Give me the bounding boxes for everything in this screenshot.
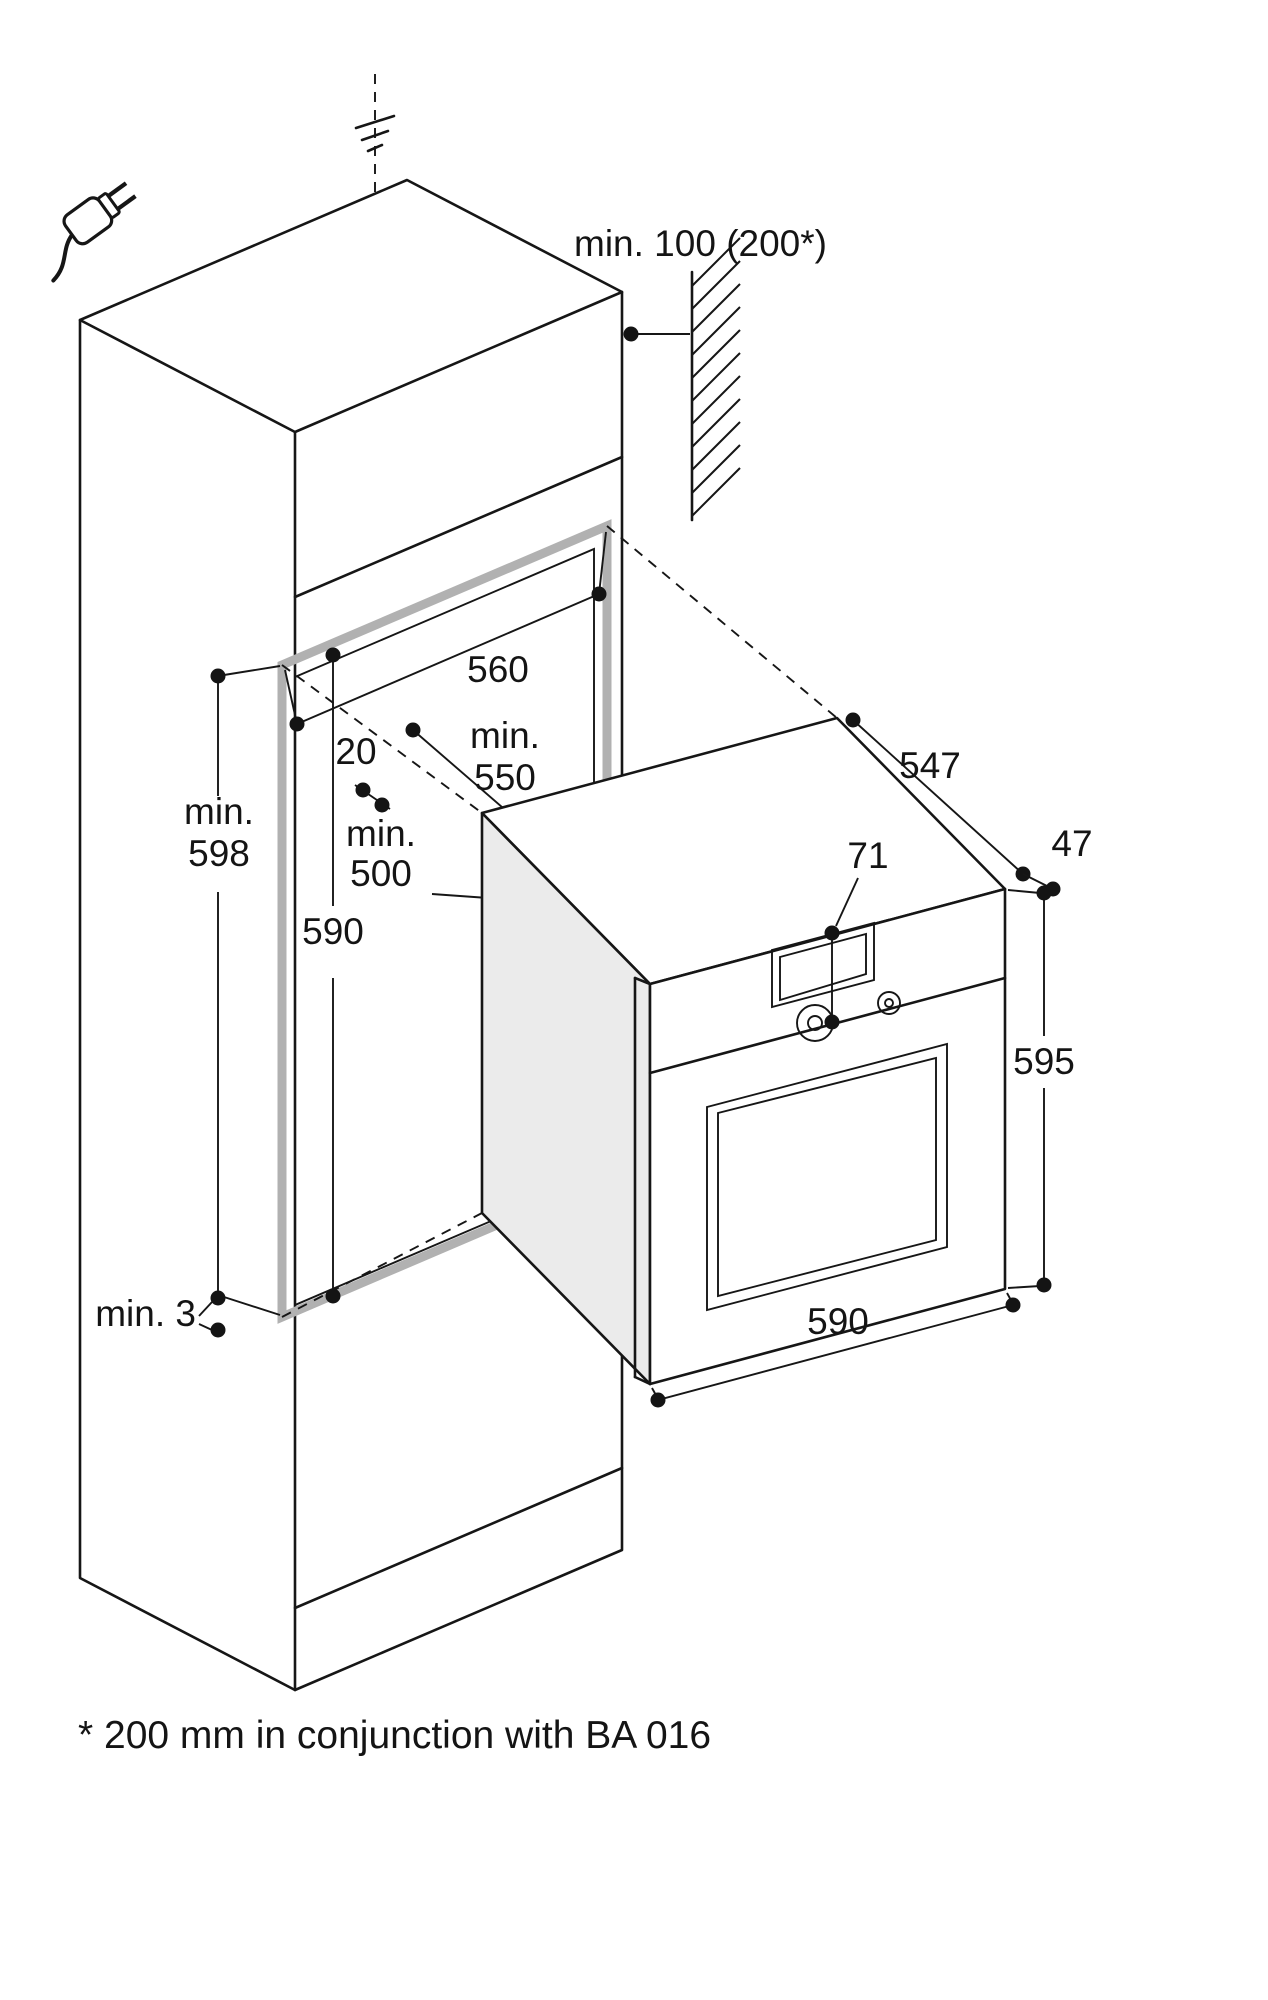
lower-door-bottom-edge: [293, 1466, 624, 1610]
control-panel-display: [771, 921, 875, 1009]
dim-label-clearance-top: min. 100 (200*): [574, 223, 827, 264]
dim-panel-height: 71: [824, 835, 889, 1030]
dim-label-niche-height: 590: [302, 911, 364, 952]
dim-reduced-depth: min. 500: [346, 813, 601, 907]
dim-niche-depth: min. 550: [405, 715, 615, 906]
dim-label-cutout-height-2: 598: [188, 833, 250, 874]
dim-label-niche-depth-1: min.: [470, 715, 540, 756]
control-panel-display-inner: [779, 932, 867, 1002]
dim-rear-gap: 20: [335, 731, 391, 813]
upper-drawer-bottom-edge: [293, 455, 624, 599]
oven-front-face: [648, 887, 1007, 1386]
dim-clearance-top: min. 100 (200*): [574, 223, 827, 342]
secondary-knob: [877, 991, 901, 1015]
dim-label-bottom-clearance: min. 3: [95, 1293, 196, 1334]
dim-label-rear-gap: 20: [335, 731, 376, 772]
dim-label-panel-height: 71: [847, 835, 888, 876]
oven-door-window: [706, 1042, 948, 1312]
dim-niche-width: 560: [284, 531, 607, 732]
dim-appliance-width: 590: [650, 1292, 1021, 1408]
footnote: * 200 mm in conjunction with BA 016: [78, 1714, 711, 1757]
dim-label-reduced-depth-2: 500: [350, 853, 412, 894]
oven: [480, 716, 1007, 1386]
dim-label-cutout-height-1: min.: [184, 791, 254, 832]
dim-label-niche-width: 560: [467, 649, 529, 690]
earth-symbol-top: [354, 114, 396, 153]
dim-label-reduced-depth-1: min.: [346, 813, 416, 854]
cabinet: [78, 178, 624, 1692]
dim-door-depth: 47: [1022, 823, 1093, 897]
dim-bottom-clearance: min. 3: [95, 1293, 226, 1338]
dim-label-appliance-height: 595: [1013, 1041, 1075, 1082]
dim-appliance-depth: 547: [845, 712, 1031, 882]
oven-door-window-inner: [717, 1056, 937, 1298]
dim-cutout-height: min. 598: [184, 665, 281, 1316]
dim-label-appliance-depth: 547: [899, 745, 961, 786]
mains-plug-icon: [51, 181, 137, 283]
dim-label-appliance-width: 590: [807, 1301, 869, 1342]
dim-appliance-height: 595: [1007, 885, 1075, 1293]
wall-section-hatch: [690, 237, 741, 522]
dim-label-door-depth: 47: [1051, 823, 1092, 864]
dim-niche-height: 590: [302, 647, 364, 1304]
